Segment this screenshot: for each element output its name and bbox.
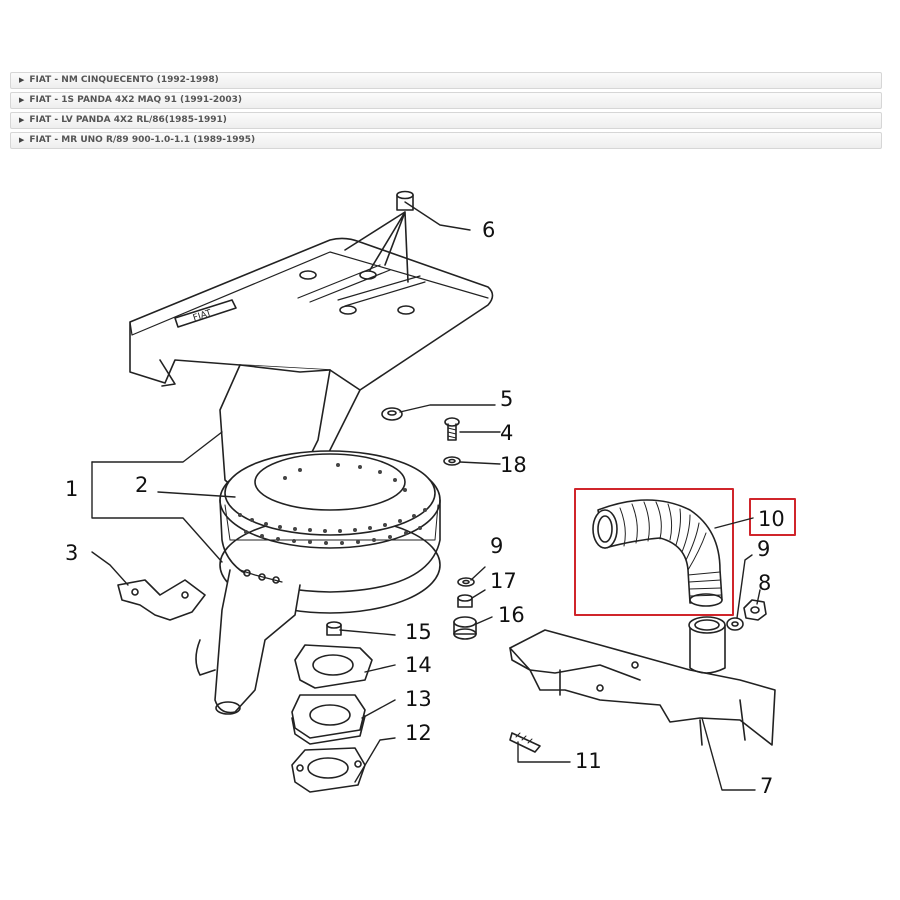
part-14-gasket[interactable] [294,644,373,689]
callout-11: 11 [575,749,602,773]
model-label: FIAT - MR UNO R/89 900-1.0-1.1 (1989-199… [29,135,256,145]
caret-right-icon: ▶ [19,116,25,124]
callout-2: 2 [135,473,148,497]
part-9-washer-left[interactable] [457,577,475,587]
callout-9-left: 9 [490,534,503,558]
part-13-gasket[interactable] [291,694,366,745]
callout-4: 4 [500,421,513,445]
part-17-spacer[interactable] [457,594,473,608]
callout-5: 5 [500,387,513,411]
callout-numbers: 6 5 4 18 1 2 3 9 17 16 15 14 13 12 10 9 … [65,218,785,798]
model-label: FIAT - NM CINQUECENTO (1992-1998) [29,75,219,85]
part-9-washer-right[interactable] [726,617,744,631]
part-3-bracket[interactable] [117,579,206,621]
leader-lines [91,201,761,791]
callout-6: 6 [482,218,495,242]
callout-7: 7 [760,774,773,798]
caret-right-icon: ▶ [19,96,25,104]
callout-3: 3 [65,541,78,565]
caret-right-icon: ▶ [19,136,25,144]
callout-9-right: 9 [757,537,770,561]
part-18-washer[interactable] [443,456,461,466]
callout-14: 14 [405,653,432,677]
callout-18: 18 [500,453,527,477]
model-row-cinquecento[interactable]: ▶ FIAT - NM CINQUECENTO (1992-1998) [10,72,882,89]
callout-16: 16 [498,603,525,627]
callout-13: 13 [405,687,432,711]
filter-housing[interactable] [195,450,441,715]
part-7-intake-duct[interactable] [509,616,776,746]
model-list: ▶ FIAT - NM CINQUECENTO (1992-1998) ▶ FIAT… [10,72,882,152]
callout-1: 1 [65,477,78,501]
part-4-bolt[interactable] [444,417,460,441]
callout-17: 17 [490,569,517,593]
caret-right-icon: ▶ [19,76,25,84]
callout-12: 12 [405,721,432,745]
part-11-clip[interactable] [509,732,541,753]
model-row-panda-lv[interactable]: ▶ FIAT - LV PANDA 4X2 RL/86(1985-1991) [10,112,882,129]
part-10-highlight-box [574,488,734,616]
model-label: FIAT - LV PANDA 4X2 RL/86(1985-1991) [29,115,227,125]
part-15-fitting[interactable] [326,621,342,636]
part-10-label-box [749,498,796,536]
part-5-nut[interactable] [381,407,403,421]
part-10-hose[interactable] [592,499,723,607]
part-12-gasket[interactable] [291,747,366,793]
part-16-nut[interactable] [453,616,477,640]
model-row-uno-mr[interactable]: ▶ FIAT - MR UNO R/89 900-1.0-1.1 (1989-19… [10,132,882,149]
part-8-nut[interactable] [743,599,767,621]
callout-10: 10 [758,507,785,531]
model-label: FIAT - 1S PANDA 4X2 MAQ 91 (1991-2003) [29,95,243,105]
model-row-panda-1s[interactable]: ▶ FIAT - 1S PANDA 4X2 MAQ 91 (1991-2003) [10,92,882,109]
callout-8: 8 [758,571,771,595]
callout-15: 15 [405,620,432,644]
